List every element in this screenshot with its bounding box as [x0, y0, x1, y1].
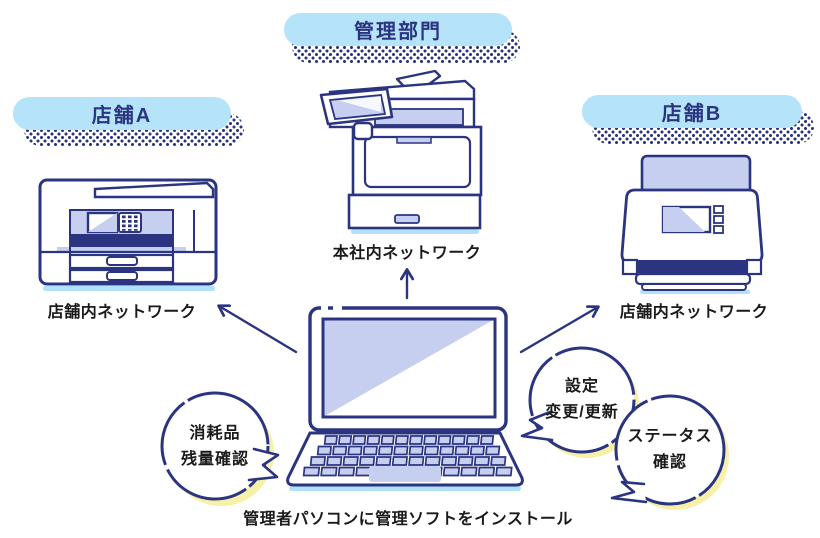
bubble-consumables-text: 消耗品 残量確認 — [150, 421, 280, 473]
bubble-consumables-line2: 残量確認 — [180, 451, 249, 468]
store-b-network-caption: 店舗内ネットワーク — [619, 304, 769, 321]
laptop-ground-shadow — [289, 486, 521, 491]
laptop-caption: 管理者パソコンに管理ソフトをインストール — [243, 511, 573, 528]
arrow-to-store-a — [217, 304, 298, 354]
bubble-status-text: ステータス 確認 — [605, 424, 735, 476]
bubble-status-line2: 確認 — [652, 454, 687, 471]
keyboard-keys — [302, 435, 513, 477]
store-a-network-caption: 店舗内ネットワーク — [47, 304, 197, 321]
store-a-label: 店舗A — [13, 97, 231, 130]
management-dept-label: 管理部門 — [284, 13, 512, 46]
bubble-status — [610, 394, 729, 510]
bubble-settings — [520, 346, 639, 458]
bubble-consumables — [160, 391, 280, 506]
scanner-paper — [640, 154, 752, 196]
printer-a-ground-shadow — [43, 286, 215, 291]
laser-mfp-illustration — [319, 69, 483, 234]
store-b-label-text: 店舗B — [661, 103, 723, 125]
management-dept-label-text: 管理部門 — [354, 21, 442, 43]
inkjet-printer-illustration — [38, 178, 218, 291]
bubble-status-line1: ステータス — [627, 428, 713, 445]
trackpad — [369, 466, 441, 482]
bubble-consumables-line1: 消耗品 — [189, 425, 241, 442]
arrow-to-store-b — [519, 305, 600, 354]
bubble-settings-text: 設定 変更/更新 — [517, 374, 647, 426]
bubble-settings-line1: 設定 — [564, 378, 599, 395]
head-office-network-caption: 本社内ネットワーク — [332, 245, 482, 262]
bubble-settings-line2: 変更/更新 — [545, 404, 619, 421]
document-scanner-illustration — [620, 154, 764, 294]
store-b-label: 店舗B — [582, 95, 802, 128]
laptop-illustration — [286, 305, 524, 491]
mfp-ground-shadow — [351, 229, 479, 234]
store-a-label-text: 店舗A — [91, 105, 153, 127]
